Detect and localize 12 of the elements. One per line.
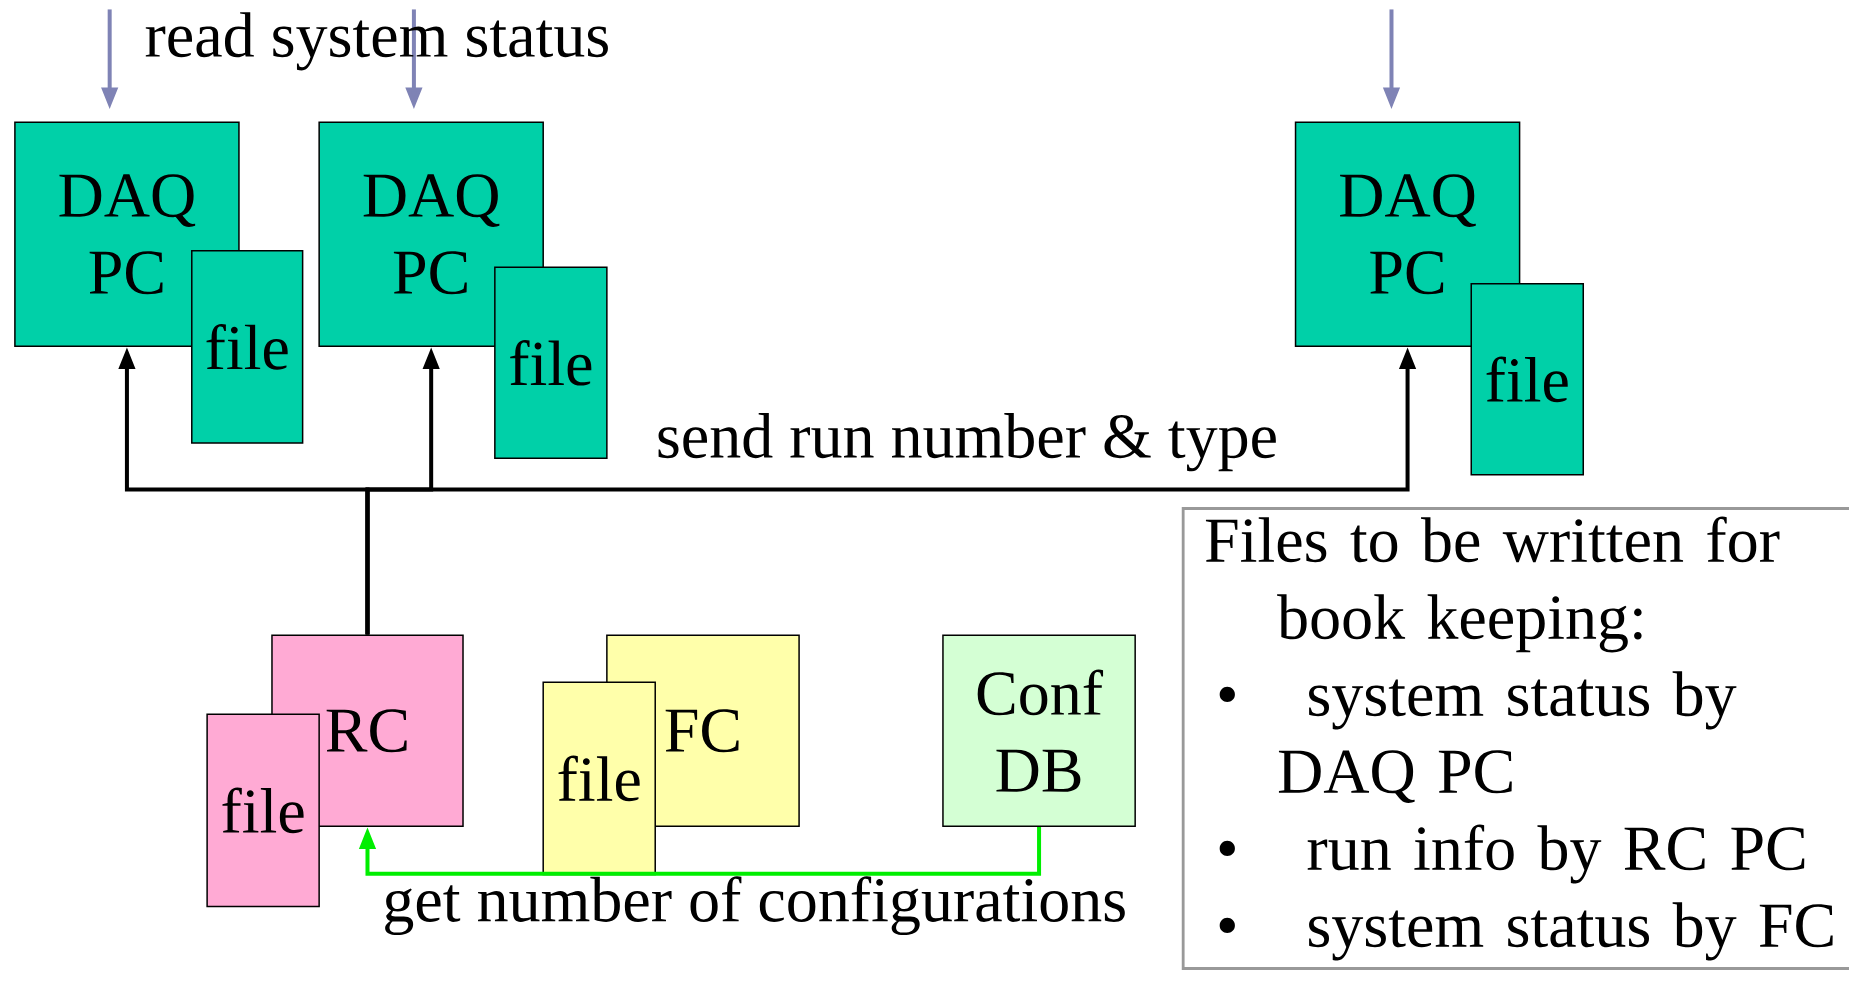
file-box: file [542,681,656,876]
file-box: file [494,266,608,460]
database-box: Conf DB [942,634,1136,827]
process-box: DAQ PC [1294,121,1521,347]
edge-label: get number of configurations [385,876,1125,936]
note-box: Files to be written for book keeping: • system status by DAQ PC • run info by RC PC • system status by FC [1181,507,1849,970]
file-box: file [1470,283,1584,476]
file-box: file [206,713,320,908]
arrow [358,826,1042,876]
edge-label: read system status [145,12,608,71]
edge-label: send run number & type [658,413,1276,472]
file-box: file [191,250,304,444]
